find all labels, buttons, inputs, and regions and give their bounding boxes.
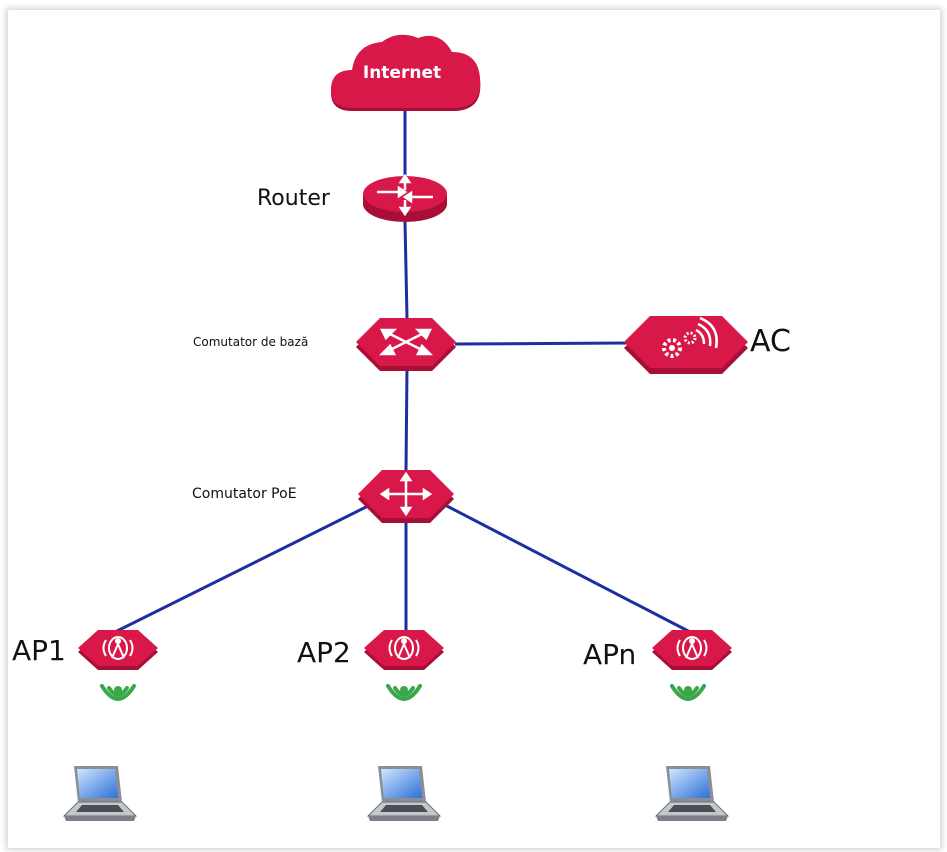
apn-wifi-signal-icon [670,684,706,701]
core-switch-icon [356,318,456,371]
core-switch-label: Comutator de bază [193,335,308,349]
apn-laptop-icon [655,765,729,822]
ap1-access-point-icon [77,629,159,671]
link-router-core [403,221,409,319]
ac-label: AC [750,324,791,359]
diagram-frame [8,10,940,848]
internet-label: Internet [363,63,441,83]
ap1-label: AP1 [12,634,66,667]
router-icon [363,173,447,222]
link-core-ac [454,341,629,346]
link-poe-apn [444,503,691,634]
link-poe-ap1 [114,503,371,634]
poe-switch-icon [358,470,454,523]
router-label: Router [257,186,331,211]
ap2-wifi-signal-icon [386,684,422,701]
ac-controller-icon [624,316,748,374]
poe-switch-label: Comutator PoE [192,486,297,502]
apn-label: APn [583,638,636,671]
cloud-icon [330,34,481,111]
ap2-laptop-icon [367,765,441,822]
link-core-poe [404,367,409,471]
ap1-laptop-icon [63,765,137,822]
links [114,105,691,634]
ap2-label: AP2 [297,636,351,669]
apn-access-point-icon [651,629,733,671]
ap2-access-point-icon [363,629,445,671]
ap1-wifi-signal-icon [100,684,136,701]
